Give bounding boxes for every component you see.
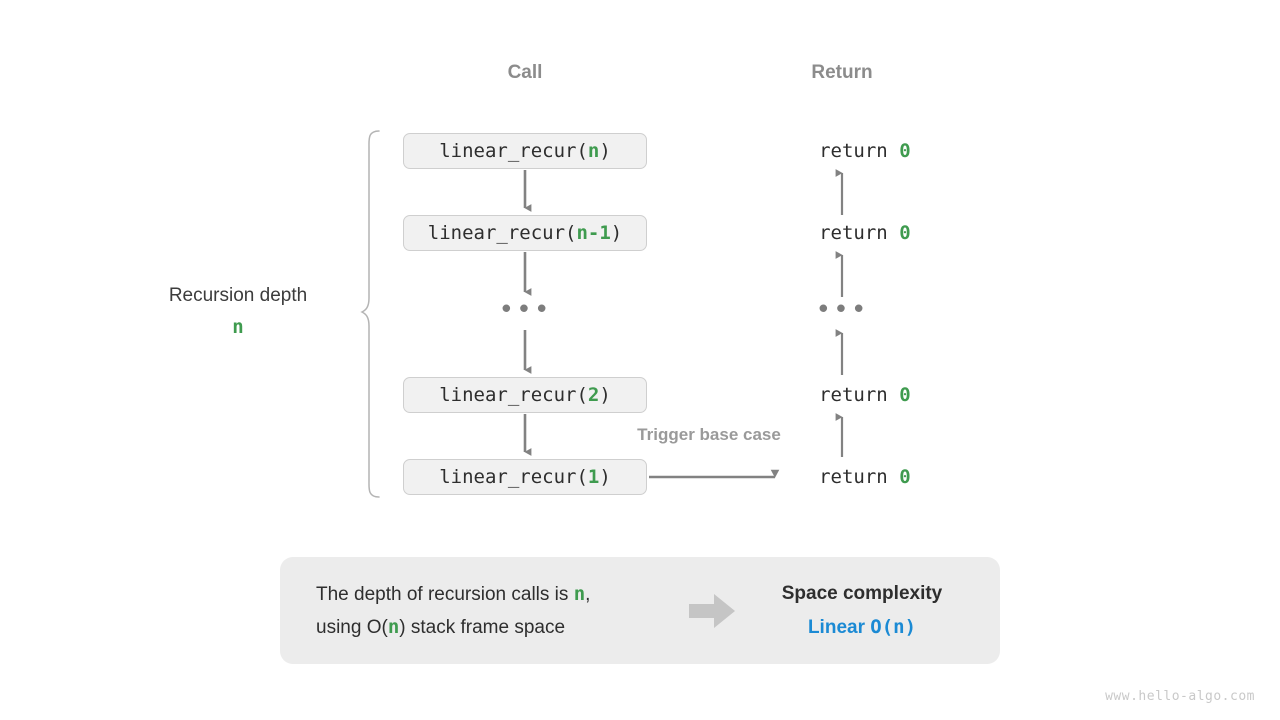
call-frame-prefix: linear_recur( [427,222,577,244]
call-frame-arg: 1 [587,466,600,488]
return-keyword: return [819,384,900,406]
summary-line1-variable: n [573,582,586,605]
call-frame-arg: 2 [587,384,600,406]
return-statement: return 0 [773,444,911,510]
complexity-notation: O(n) [870,616,917,638]
call-frame-box: linear_recur(n-1) [403,215,647,251]
summary-description: The depth of recursion calls is n, using… [316,578,676,644]
return-statement: return 0 [773,118,911,184]
summary-line1-text-a: The depth of recursion calls is [316,583,574,605]
ellipsis-return-column: ••• [815,295,869,325]
recursion-depth-label: Recursion depth n [169,283,307,337]
call-frame-box: linear_recur(2) [403,377,647,413]
space-complexity-title: Space complexity [781,583,943,604]
column-header-call: Call [507,62,543,83]
summary-line2-text-b: ) stack frame space [399,616,566,638]
return-value: 0 [899,222,911,244]
right-block-arrow-icon [686,593,738,628]
return-statement: return 0 [773,200,911,266]
column-header-return: Return [811,62,873,83]
return-keyword: return [819,222,900,244]
watermark: www.hello-algo.com [1105,689,1255,704]
trigger-base-case-label: Trigger base case [637,425,781,444]
call-frame-prefix: linear_recur( [439,466,588,488]
call-frame-prefix: linear_recur( [439,140,588,162]
call-frame-prefix: linear_recur( [439,384,588,406]
summary-line2-variable: n [387,615,400,638]
call-frame-box: linear_recur(1) [403,459,647,495]
recursion-depth-brace [360,130,380,498]
recursion-depth-title: Recursion depth [168,285,308,306]
ellipsis-call-column: ••• [498,295,552,325]
summary-panel: The depth of recursion calls is n, using… [280,557,1000,664]
call-frame-arg: n [587,140,600,162]
call-frame-suffix: ) [599,384,611,406]
summary-line2-text-a: using O( [316,616,388,638]
call-frame-box: linear_recur(n) [403,133,647,169]
call-frame-suffix: ) [610,222,623,244]
summary-result: Space complexity Linear O(n) [738,579,1000,642]
summary-line1-text-b: , [585,583,591,605]
space-complexity-value: Linear O(n) [738,613,986,642]
return-keyword: return [819,140,900,162]
call-frame-suffix: ) [599,140,611,162]
recursion-depth-value: n [232,316,244,338]
return-value: 0 [899,466,911,488]
return-value: 0 [899,140,911,162]
complexity-label: Linear [807,617,865,638]
return-value: 0 [899,384,911,406]
call-frame-arg: n-1 [576,222,611,244]
call-frame-suffix: ) [599,466,611,488]
return-statement: return 0 [773,362,911,428]
return-keyword: return [819,466,900,488]
